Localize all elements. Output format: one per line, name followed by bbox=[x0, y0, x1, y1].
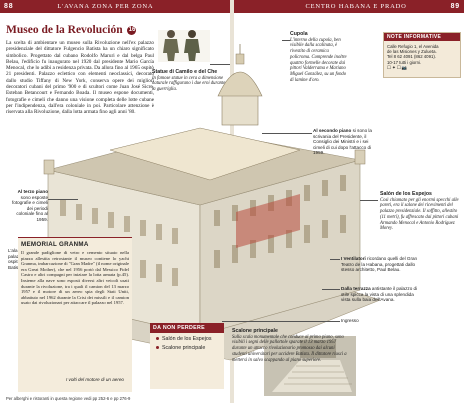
granma-photo-caption: I volti del motore di un aereo bbox=[66, 377, 132, 383]
espejos-caption-title: Salón de los Espejos bbox=[380, 191, 432, 197]
ventilatori-caption: I Ventilatori ricordano quelli del Gran … bbox=[341, 256, 421, 273]
info-box: NOTE INFORMATIVE Calle Refugio 1, el Ave… bbox=[383, 32, 461, 78]
terrazza-caption: Dalla terrazza antistante il palazzo di … bbox=[341, 286, 421, 303]
da-non-perdere-box: DA NON PERDERE Salón de los Espejos Scal… bbox=[150, 323, 224, 389]
right-running-title: CENTRO HABANA E PRADO bbox=[305, 3, 407, 10]
info-box-heading: NOTE INFORMATIVE bbox=[384, 33, 460, 41]
da-non-perdere-heading: DA NON PERDERE bbox=[150, 323, 224, 333]
left-running-title: L'AVANA ZONA PER ZONA bbox=[57, 3, 154, 10]
ventilatori-title: I Ventilatori bbox=[341, 256, 366, 261]
info-line: 10-17 tutti i giorni. bbox=[387, 59, 422, 65]
cutaway-interior bbox=[109, 127, 301, 181]
terrazza-text: antistante il palazzo di stile spicca la… bbox=[341, 286, 418, 302]
right-header-bar: CENTRO HABANA E PRADO 89 bbox=[234, 0, 464, 13]
terzo-piano-caption: Al terzo piano sono esposte fotografie e… bbox=[8, 189, 48, 222]
leader-line bbox=[322, 289, 340, 290]
statue-caption: Statue di Camilo e del Che In famose sta… bbox=[152, 69, 226, 93]
leader-line bbox=[48, 199, 78, 200]
statue-caption-text: In famose statue in cera a dimensione na… bbox=[152, 75, 226, 93]
bullet-icon bbox=[156, 337, 159, 341]
statue-caption-title: Statue di Camilo e del Che bbox=[152, 69, 218, 75]
ingresso-caption: Ingresso bbox=[341, 318, 381, 324]
leader-line bbox=[222, 321, 340, 322]
espejos-photo bbox=[378, 182, 460, 188]
cupola-caption-text: L'interno della cupola, ben visibile dal… bbox=[290, 37, 347, 83]
right-page-number: 89 bbox=[450, 3, 460, 10]
leader-line bbox=[210, 64, 230, 65]
bullet-icon bbox=[156, 346, 159, 350]
granma-photo-caption-text: I volti del motore di un aereo bbox=[66, 377, 124, 382]
ingresso-text: Ingresso bbox=[341, 318, 359, 323]
memorial-heading: MEMORIAL GRANMA bbox=[18, 237, 132, 250]
list-item: Salón de los Espejos bbox=[150, 333, 224, 342]
list-item-label: Scalone principale bbox=[162, 345, 206, 351]
cupola-caption-title: Cupola bbox=[290, 31, 308, 37]
memorial-text: Il grande padiglione di vetro e cemento … bbox=[21, 250, 129, 306]
terzo-piano-text: sono esposte fotografie e cimeli dei per… bbox=[11, 194, 48, 222]
ventilatori-text: ricordano quelli del Gran Teatro de la H… bbox=[341, 256, 418, 272]
secondo-piano-title: Al secondo piano bbox=[313, 128, 352, 133]
left-page-number: 88 bbox=[4, 3, 14, 10]
memorial-granma-box: MEMORIAL GRANMA Il grande padiglione di … bbox=[18, 237, 132, 392]
list-item-label: Salón de los Espejos bbox=[162, 336, 212, 342]
espejos-caption-text: Così chiamato per gli enormi specchi all… bbox=[380, 197, 459, 232]
list-item: Scalone principale bbox=[150, 342, 224, 351]
info-box-body: Calle Refugio 1, el Avenida de las Misio… bbox=[384, 41, 460, 73]
leader-line bbox=[262, 133, 312, 134]
statue-figures bbox=[158, 30, 210, 62]
info-line: Tel 8 62 4091 (862 4091). bbox=[387, 54, 436, 60]
scalone-caption-text: Sulla scala monumentale che conduce al p… bbox=[232, 334, 347, 363]
leader-line bbox=[360, 200, 378, 201]
left-header-bar: 88 L'AVANA ZONA PER ZONA bbox=[0, 0, 230, 13]
info-symbols: ☐ ✦ ☐ 📷 bbox=[387, 64, 408, 70]
secondo-piano-text: si sono la scrivania del Presidente, il … bbox=[313, 128, 372, 155]
scalone-caption: Scalone principale Sulla scala monumenta… bbox=[232, 328, 350, 363]
info-line: Calle Refugio 1, el Avenida bbox=[387, 44, 439, 49]
cupola-caption: Cupola L'interno della cupola, ben visib… bbox=[290, 31, 348, 83]
central-dome bbox=[217, 44, 263, 126]
scalone-caption-title: Scalone principale bbox=[232, 328, 278, 334]
leader-line bbox=[282, 40, 290, 41]
page-title-text: Museo de la Revolución bbox=[6, 24, 123, 36]
terrazza-title: Dalla terrazza bbox=[341, 286, 371, 291]
page-title: Museo de la Revolución 16 bbox=[6, 24, 137, 36]
espejos-caption: Salón de los Espejos Così chiamato per g… bbox=[380, 191, 460, 232]
terzo-piano-title: Al terzo piano bbox=[17, 189, 48, 194]
footer-note: Per alberghi e ristoranti in questa regi… bbox=[6, 396, 131, 401]
info-line: de las Misiones y Zulueta. bbox=[387, 49, 437, 55]
leader-line bbox=[330, 259, 340, 260]
secondo-piano-caption: Al secondo piano si sono la scrivania de… bbox=[313, 128, 381, 156]
map-reference-badge: 16 bbox=[127, 25, 137, 35]
intro-text: La scelta di ambientare un museo sulla R… bbox=[6, 40, 154, 116]
